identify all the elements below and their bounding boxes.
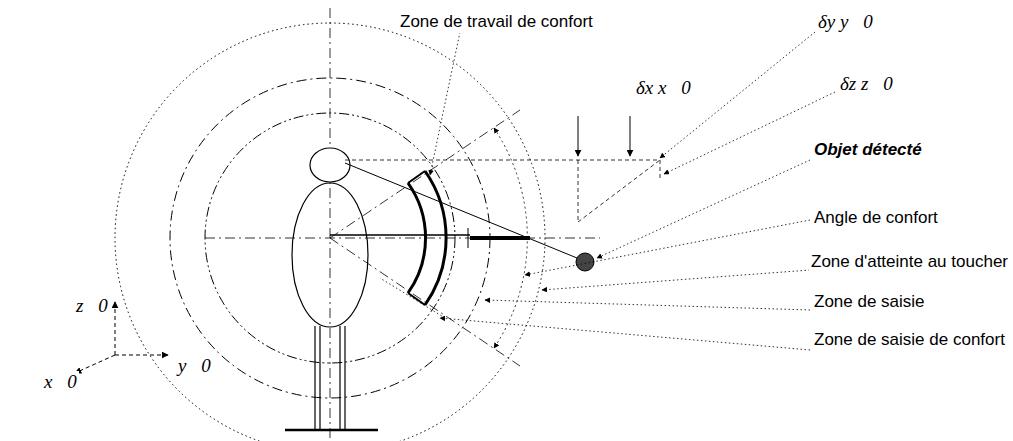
reference-line: [578, 160, 660, 222]
leader-line: [664, 92, 835, 174]
leader-line: [485, 300, 810, 310]
zone-label: Zone d'atteinte au toucher: [811, 252, 1008, 272]
leader-line: [597, 160, 810, 258]
y-axis-arrow: [115, 355, 168, 356]
body: [292, 183, 368, 327]
leader-line: [430, 32, 460, 175]
leg: [344, 326, 345, 430]
leg: [314, 326, 315, 430]
axis-label: x⃗0: [44, 372, 77, 392]
axis-label: z⃗0: [76, 296, 108, 316]
work-zone-arc: [425, 171, 446, 305]
leg: [339, 326, 340, 430]
sight-line: [345, 163, 577, 258]
reference-line: [660, 160, 661, 178]
vertical-axis: [330, 8, 331, 441]
leader-line: [525, 220, 810, 275]
angle-label: Angle de confort: [814, 208, 938, 228]
zone-label: Zone de saisie de confort: [814, 330, 1005, 350]
ground: [285, 429, 378, 432]
leg: [319, 326, 320, 430]
head: [310, 148, 350, 182]
leader-line: [440, 318, 810, 350]
leader-line: [542, 270, 810, 290]
offset-arrow: [630, 116, 631, 156]
work-zone-edge: [408, 171, 425, 183]
horizontal-axis: [205, 238, 600, 239]
offset-label: δy y⃗0: [818, 12, 873, 32]
arm: [330, 234, 470, 236]
work-zone-edge: [408, 293, 425, 305]
offset-label: δx x⃗0: [636, 78, 691, 98]
reference-line: [345, 160, 660, 161]
offset-label: δz z⃗0: [840, 74, 893, 94]
x-axis-arrow: [75, 355, 115, 373]
zone-label: Zone de saisie: [814, 292, 925, 312]
z-axis-arrow: [115, 302, 116, 355]
work-zone-arc: [408, 183, 426, 293]
arm-joint: [468, 228, 469, 248]
zone-label: Zone de travail de confort: [400, 12, 593, 32]
offset-arrow: [578, 116, 579, 156]
leader-line: [380, 278, 445, 318]
arm: [470, 236, 530, 240]
axis-label: y⃗0: [178, 356, 211, 376]
reference-line: [578, 160, 579, 222]
detected-object: [576, 253, 594, 271]
object-label: Objet détecté: [814, 140, 922, 160]
